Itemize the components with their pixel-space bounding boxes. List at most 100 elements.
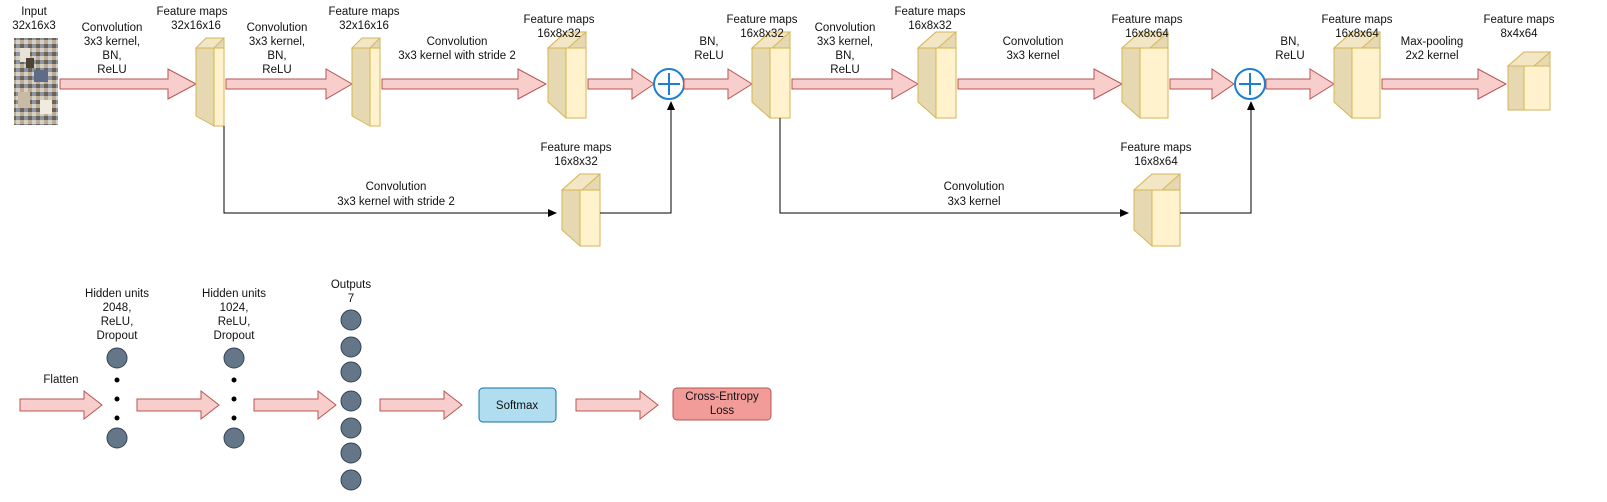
hidden1-dot-1 [114,377,120,383]
hidden2-text-2: 1024, [220,302,249,314]
fm5-text-1: Feature maps [895,6,966,18]
bnrelu2-arrow [1265,68,1335,100]
input-label: Input [21,6,47,18]
fm3-to-add-arrow [587,68,655,100]
feature-map-cube-skip-2 [1132,173,1182,247]
outputs-text-1: Outputs [331,279,372,291]
output-neuron [340,361,362,383]
hidden1-neuron-top [106,347,128,369]
hidden1-neuron-bottom [106,427,128,449]
fm8-text-2: 8x4x64 [1500,28,1538,40]
conv4-text-2: 3x3 kernel, [817,36,873,48]
feature-map-cube-8 [1506,51,1552,111]
output-neuron [340,417,362,439]
feature-map-cube-6 [1120,31,1170,119]
hidden2-text-1: Hidden units [202,288,266,300]
fm3-text-2: 16x8x32 [537,28,580,40]
skip1-out-line [600,101,675,214]
hidden1-dot-3 [114,415,120,421]
fm-skip1-text-1: Feature maps [541,142,612,154]
add-node-1 [653,68,685,100]
fm-skip2-text-2: 16x8x64 [1134,156,1178,168]
hidden2-dot-1 [231,377,237,383]
output-neuron [340,390,362,412]
flatten-text: Flatten [43,374,78,386]
add-node-2 [1234,68,1266,100]
feature-map-cube-4 [750,31,792,119]
fm4-text-1: Feature maps [727,14,798,26]
fm2-text-2: 32x16x16 [339,20,389,32]
feature-map-cube-1 [194,37,226,127]
conv2-text-2: 3x3 kernel, [249,36,305,48]
softmax-text: Softmax [496,400,538,412]
softmax-box [478,387,557,423]
fm8-text-1: Feature maps [1484,14,1555,26]
feature-map-cube-2 [350,37,382,127]
conv-skip2-text-2: 3x3 kernel [947,196,1000,208]
loss-text-2: Loss [710,405,735,417]
hidden2-to-outputs-arrow [253,389,337,421]
hidden2-text-3: ReLU, [218,316,251,328]
conv3-text-1: Convolution [427,36,488,48]
conv2-text-3: BN, [267,50,286,62]
feature-map-cube-3 [546,31,588,119]
fm2-text-1: Feature maps [329,6,400,18]
bnrelu1-arrow [683,68,753,100]
conv1-text-1: Convolution [82,22,143,34]
hidden1-dot-2 [114,396,120,402]
conv4-text-1: Convolution [815,22,876,34]
hidden1-to-hidden2-arrow [136,389,220,421]
bnrelu1-text-1: BN, [699,36,718,48]
fm-skip2-text-1: Feature maps [1121,142,1192,154]
conv4-arrow [791,68,920,100]
conv1-arrow [59,68,198,100]
flatten-arrow [19,389,103,421]
input-size: 32x16x3 [12,20,55,32]
loss-text-1: Cross-Entropy [685,391,759,403]
output-neuron [340,336,362,358]
hidden2-dot-3 [231,415,237,421]
conv1-text-3: BN, [102,50,121,62]
hidden2-neuron-top [223,347,245,369]
output-neuron [340,469,362,491]
feature-map-cube-5 [916,31,958,119]
conv-skip1-text-1: Convolution [366,181,427,193]
conv1-text-2: 3x3 kernel, [84,36,140,48]
bnrelu1-text-2: ReLU [694,50,723,62]
outputs-to-softmax-arrow [379,389,463,421]
hidden2-neuron-bottom [223,427,245,449]
hidden2-text-4: Dropout [214,330,256,342]
feature-map-cube-skip-1 [560,173,602,247]
conv4-text-3: BN, [835,50,854,62]
fm1-text-1: Feature maps [157,6,228,18]
softmax-to-loss-arrow [575,389,659,421]
skip2-in-line [779,118,1129,217]
fm6-to-add-arrow [1169,68,1235,100]
hidden2-dot-2 [231,396,237,402]
hidden1-text-4: Dropout [97,330,139,342]
fm3-text-1: Feature maps [524,14,595,26]
fm7-text-2: 16x8x64 [1335,28,1379,40]
conv2-text-4: ReLU [262,64,291,76]
conv2-arrow [225,68,354,100]
conv-skip1-text-2: 3x3 kernel with stride 2 [337,196,455,208]
hidden1-text-2: 2048, [103,302,132,314]
fm4-text-2: 16x8x32 [740,28,783,40]
fm6-text-2: 16x8x64 [1125,28,1169,40]
fm6-text-1: Feature maps [1112,14,1183,26]
conv4-text-4: ReLU [830,64,859,76]
feature-map-cube-7 [1332,31,1382,119]
conv5-text-1: Convolution [1003,36,1064,48]
maxpool-text-1: Max-pooling [1401,36,1464,48]
outputs-text-2: 7 [348,293,354,305]
conv1-text-4: ReLU [97,64,126,76]
conv3-text-2: 3x3 kernel with stride 2 [398,50,516,62]
input-image [14,38,58,125]
conv3-arrow [381,68,548,100]
hidden1-text-1: Hidden units [85,288,149,300]
fm1-text-2: 32x16x16 [171,20,221,32]
hidden1-text-3: ReLU, [101,316,134,328]
conv5-text-2: 3x3 kernel [1006,50,1059,62]
